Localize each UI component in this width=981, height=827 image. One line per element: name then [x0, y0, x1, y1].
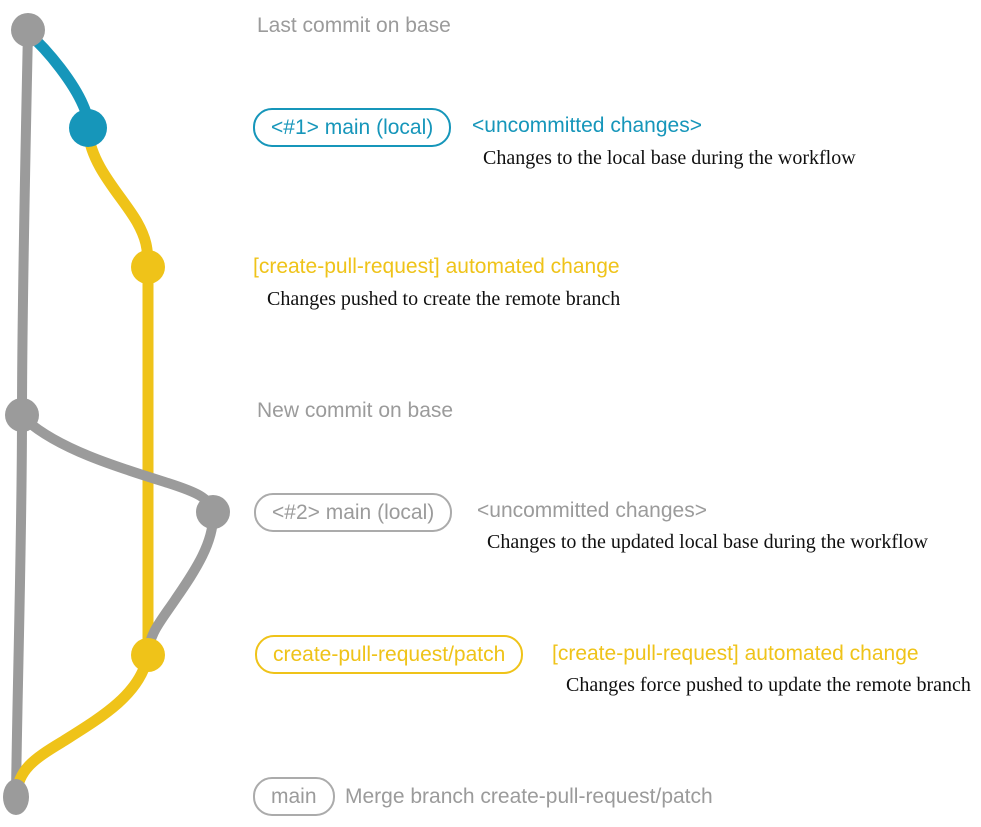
- commit-local-2: [196, 495, 230, 529]
- commit-patch-2: [131, 638, 165, 672]
- branch-badge-patch: create-pull-request/patch: [255, 635, 524, 674]
- commit-new-base: [5, 398, 39, 432]
- commit-local-1: [69, 109, 107, 147]
- automated-change-heading-1: [create-pull-request] automated change: [253, 255, 620, 278]
- last-commit-label: Last commit on base: [257, 14, 451, 37]
- local-branch-2-line: [21, 415, 218, 517]
- uncommitted-changes-label-2: <uncommitted changes>: [477, 499, 707, 522]
- commit-merge: [3, 779, 29, 815]
- merge-commit-label: Merge branch create-pull-request/patch: [345, 785, 713, 808]
- branch-badge-main-local-2: <#2> main (local): [254, 493, 453, 532]
- branch-badge-main-local-1: <#1> main (local): [253, 108, 452, 147]
- uncommitted-changes-label-1: <uncommitted changes>: [472, 114, 702, 137]
- merge-line: [10, 653, 153, 801]
- commit-patch-1: [131, 250, 165, 284]
- new-commit-label: New commit on base: [257, 399, 454, 422]
- automated-change-note-1: Changes pushed to create the remote bran…: [267, 288, 621, 310]
- commit-last-base: [11, 13, 45, 47]
- automated-change-heading-2: [create-pull-request] automated change: [552, 642, 919, 665]
- branch-badge-main: main: [253, 777, 335, 816]
- automated-change-note-2: Changes force pushed to update the remot…: [566, 674, 971, 696]
- force-push-line: [143, 507, 219, 658]
- patch-branch-create-line: [82, 126, 154, 273]
- uncommitted-changes-note-2: Changes to the updated local base during…: [487, 531, 928, 553]
- uncommitted-changes-note-1: Changes to the local base during the wor…: [483, 147, 856, 169]
- git-graph: [3, 13, 230, 815]
